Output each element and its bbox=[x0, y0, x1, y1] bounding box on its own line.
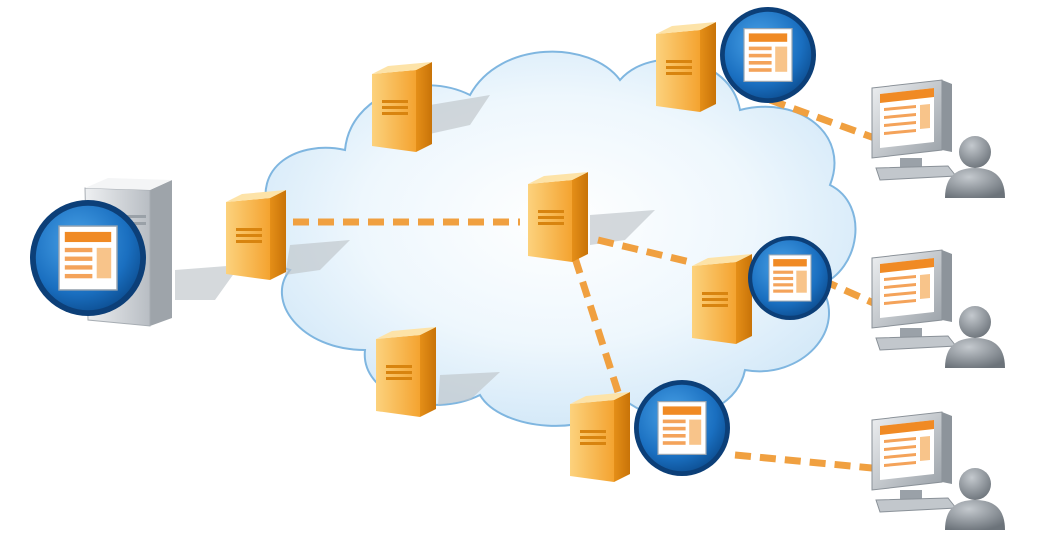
link-bottom-client bbox=[734, 451, 873, 472]
server-cloud-bottom-left bbox=[376, 327, 436, 417]
monitor-icon bbox=[871, 249, 957, 351]
network-links bbox=[293, 96, 882, 472]
user-icon bbox=[945, 468, 1005, 530]
server-shadows bbox=[175, 95, 655, 405]
server-edge-middle-right bbox=[692, 254, 752, 344]
monitor-icon bbox=[871, 79, 957, 181]
user-icon bbox=[945, 136, 1005, 198]
user-icon bbox=[945, 306, 1005, 368]
link-center-middle-right bbox=[597, 236, 691, 266]
edge-top-right-web-page-icon bbox=[719, 6, 817, 104]
client-top bbox=[871, 79, 1005, 198]
server-edge-top-right bbox=[656, 22, 716, 112]
origin-web-page-icon bbox=[29, 199, 147, 317]
server-cloud-center bbox=[528, 172, 588, 262]
edge-middle-right-web-page-icon bbox=[747, 235, 833, 321]
client-bottom bbox=[871, 411, 1005, 530]
monitor-icon bbox=[871, 411, 957, 513]
edge-bottom-web-page-icon bbox=[633, 379, 731, 477]
server-edge-bottom bbox=[570, 392, 630, 482]
client-middle bbox=[871, 249, 1005, 368]
server-cloud-top-left bbox=[372, 62, 432, 152]
link-top-right-client bbox=[768, 96, 882, 144]
server-cloud-entry bbox=[226, 190, 286, 280]
